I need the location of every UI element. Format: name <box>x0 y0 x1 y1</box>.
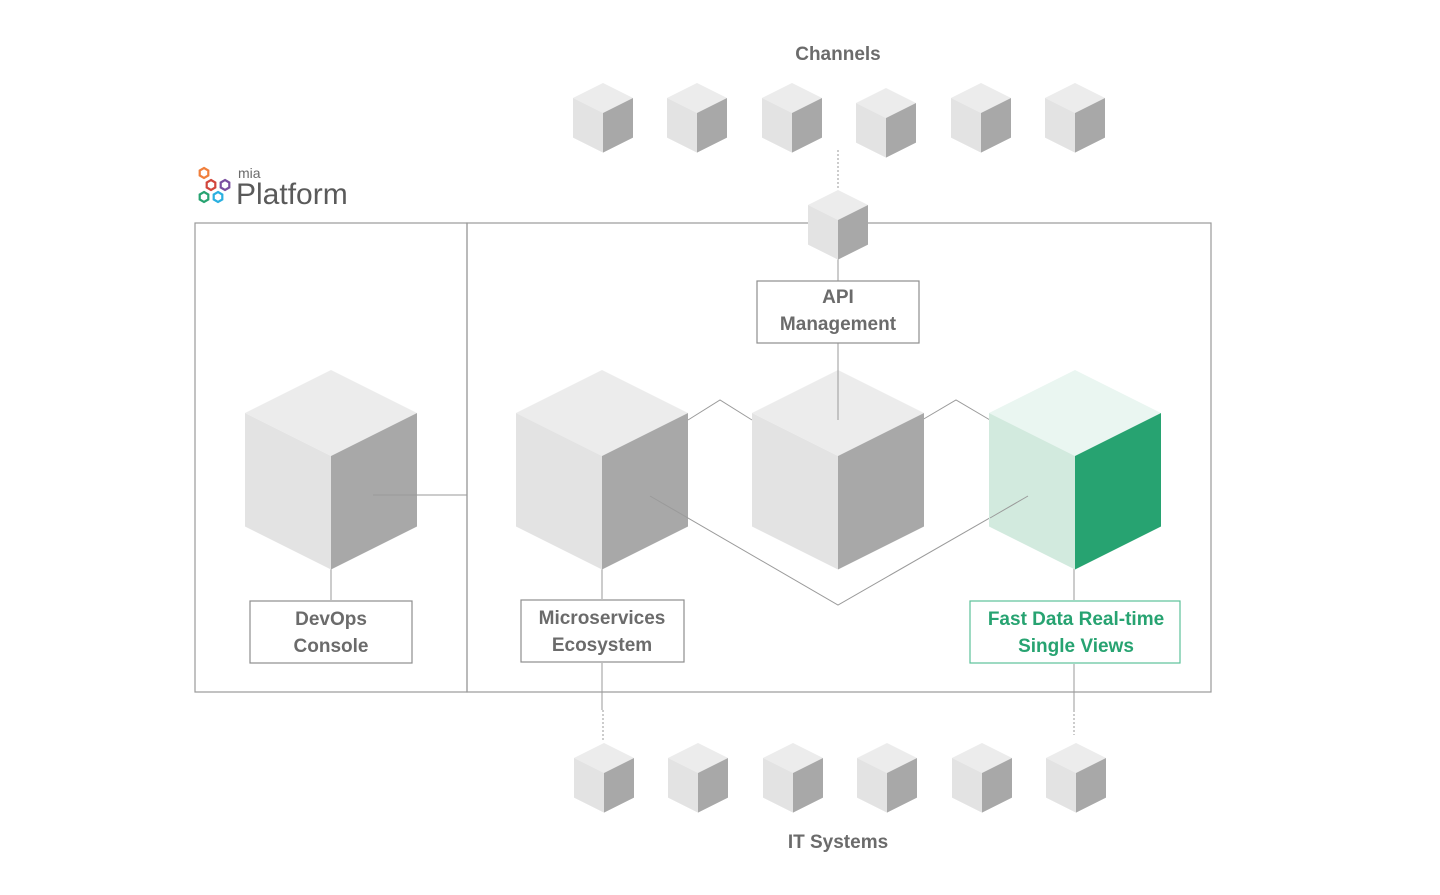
cubes-layer <box>245 83 1161 813</box>
logo-mia-text: mia <box>238 165 261 181</box>
logo-hex-blue <box>212 190 224 204</box>
microservices-label-line1: Microservices <box>539 608 666 629</box>
mia-platform-logo-icon <box>198 166 231 204</box>
channel-cube-icon <box>1045 83 1105 153</box>
microservices-cube-icon <box>516 370 688 570</box>
api-management-label-line2: Management <box>780 314 897 335</box>
channel-cube-icon <box>951 83 1011 153</box>
fast-data-cube-icon <box>989 370 1161 570</box>
channel-cube-icon <box>856 88 916 158</box>
it-systems-label: IT Systems <box>788 832 888 853</box>
connector-line <box>649 495 689 519</box>
devops-console-cube-icon <box>245 370 417 570</box>
microservices-label-line2: Ecosystem <box>552 635 652 656</box>
logo-hex-purple <box>219 178 231 192</box>
connectors <box>330 150 1075 740</box>
api-management-label-line1: API <box>822 287 854 308</box>
channels-label: Channels <box>795 44 881 65</box>
fast-data-box <box>969 600 1181 664</box>
it-system-cube-icon <box>1046 743 1106 813</box>
microservices-box <box>520 599 685 663</box>
connector-line <box>989 495 1029 519</box>
it-system-cube-icon <box>668 743 728 813</box>
fast-data-label-line1: Fast Data Real-time <box>988 609 1164 630</box>
it-system-cube-icon <box>763 743 823 813</box>
logo-hex-green <box>198 190 210 204</box>
channel-cube-icon <box>762 83 822 153</box>
logo-hex-red <box>205 178 217 192</box>
api-gateway-cube-icon <box>808 190 868 260</box>
logo-platform-text: Platform <box>236 178 348 211</box>
devops-console-label-line1: DevOps <box>295 609 367 630</box>
it-system-cube-icon <box>952 743 1012 813</box>
api-management-box <box>756 280 920 344</box>
channel-cube-icon <box>667 83 727 153</box>
it-system-cube-icon <box>857 743 917 813</box>
logo-hex-orange <box>198 166 210 180</box>
devops-console-box <box>249 600 413 664</box>
devops-console-label-line2: Console <box>294 636 369 657</box>
it-system-cube-icon <box>574 743 634 813</box>
channel-cube-icon <box>573 83 633 153</box>
fast-data-label-line2: Single Views <box>1018 636 1134 657</box>
